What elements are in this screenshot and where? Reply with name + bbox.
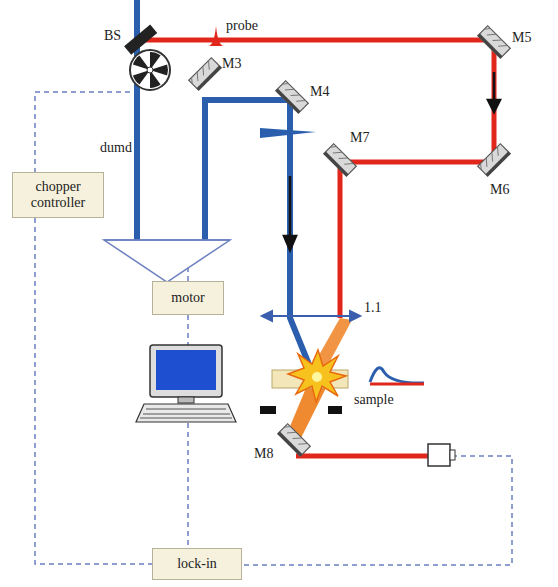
box-label: lock-in xyxy=(177,556,217,572)
control-box: chopper controller xyxy=(12,172,104,218)
computer xyxy=(136,345,236,422)
part-label: M3 xyxy=(222,56,241,71)
part-label: M7 xyxy=(350,130,369,145)
mirror xyxy=(276,81,309,114)
mirror xyxy=(478,26,511,59)
chopper-wheel xyxy=(130,50,170,90)
mirror xyxy=(324,144,357,177)
box-label: motor xyxy=(171,290,204,306)
part-label: BS xyxy=(104,28,121,43)
mirror xyxy=(478,144,511,177)
part-label: 1.1 xyxy=(364,300,382,315)
control-box: lock-in xyxy=(152,548,242,580)
box-label: chopper controller xyxy=(13,179,103,211)
part-label: probe xyxy=(226,18,258,33)
direction-arrow xyxy=(284,72,500,250)
lens xyxy=(262,311,360,321)
part-label: sample xyxy=(354,392,394,407)
part-label: M8 xyxy=(254,446,273,461)
part-label: M6 xyxy=(490,182,509,197)
pulse xyxy=(208,26,224,46)
part-label: dumd xyxy=(100,140,132,155)
part-label: M4 xyxy=(310,84,329,99)
control-box: motor xyxy=(152,281,224,315)
retroreflector xyxy=(104,240,230,282)
wedge xyxy=(260,128,316,138)
mirror xyxy=(189,58,222,91)
part-label: M5 xyxy=(512,30,531,45)
signal-cable xyxy=(35,218,152,564)
detector xyxy=(428,444,455,466)
mirror xyxy=(278,424,311,457)
